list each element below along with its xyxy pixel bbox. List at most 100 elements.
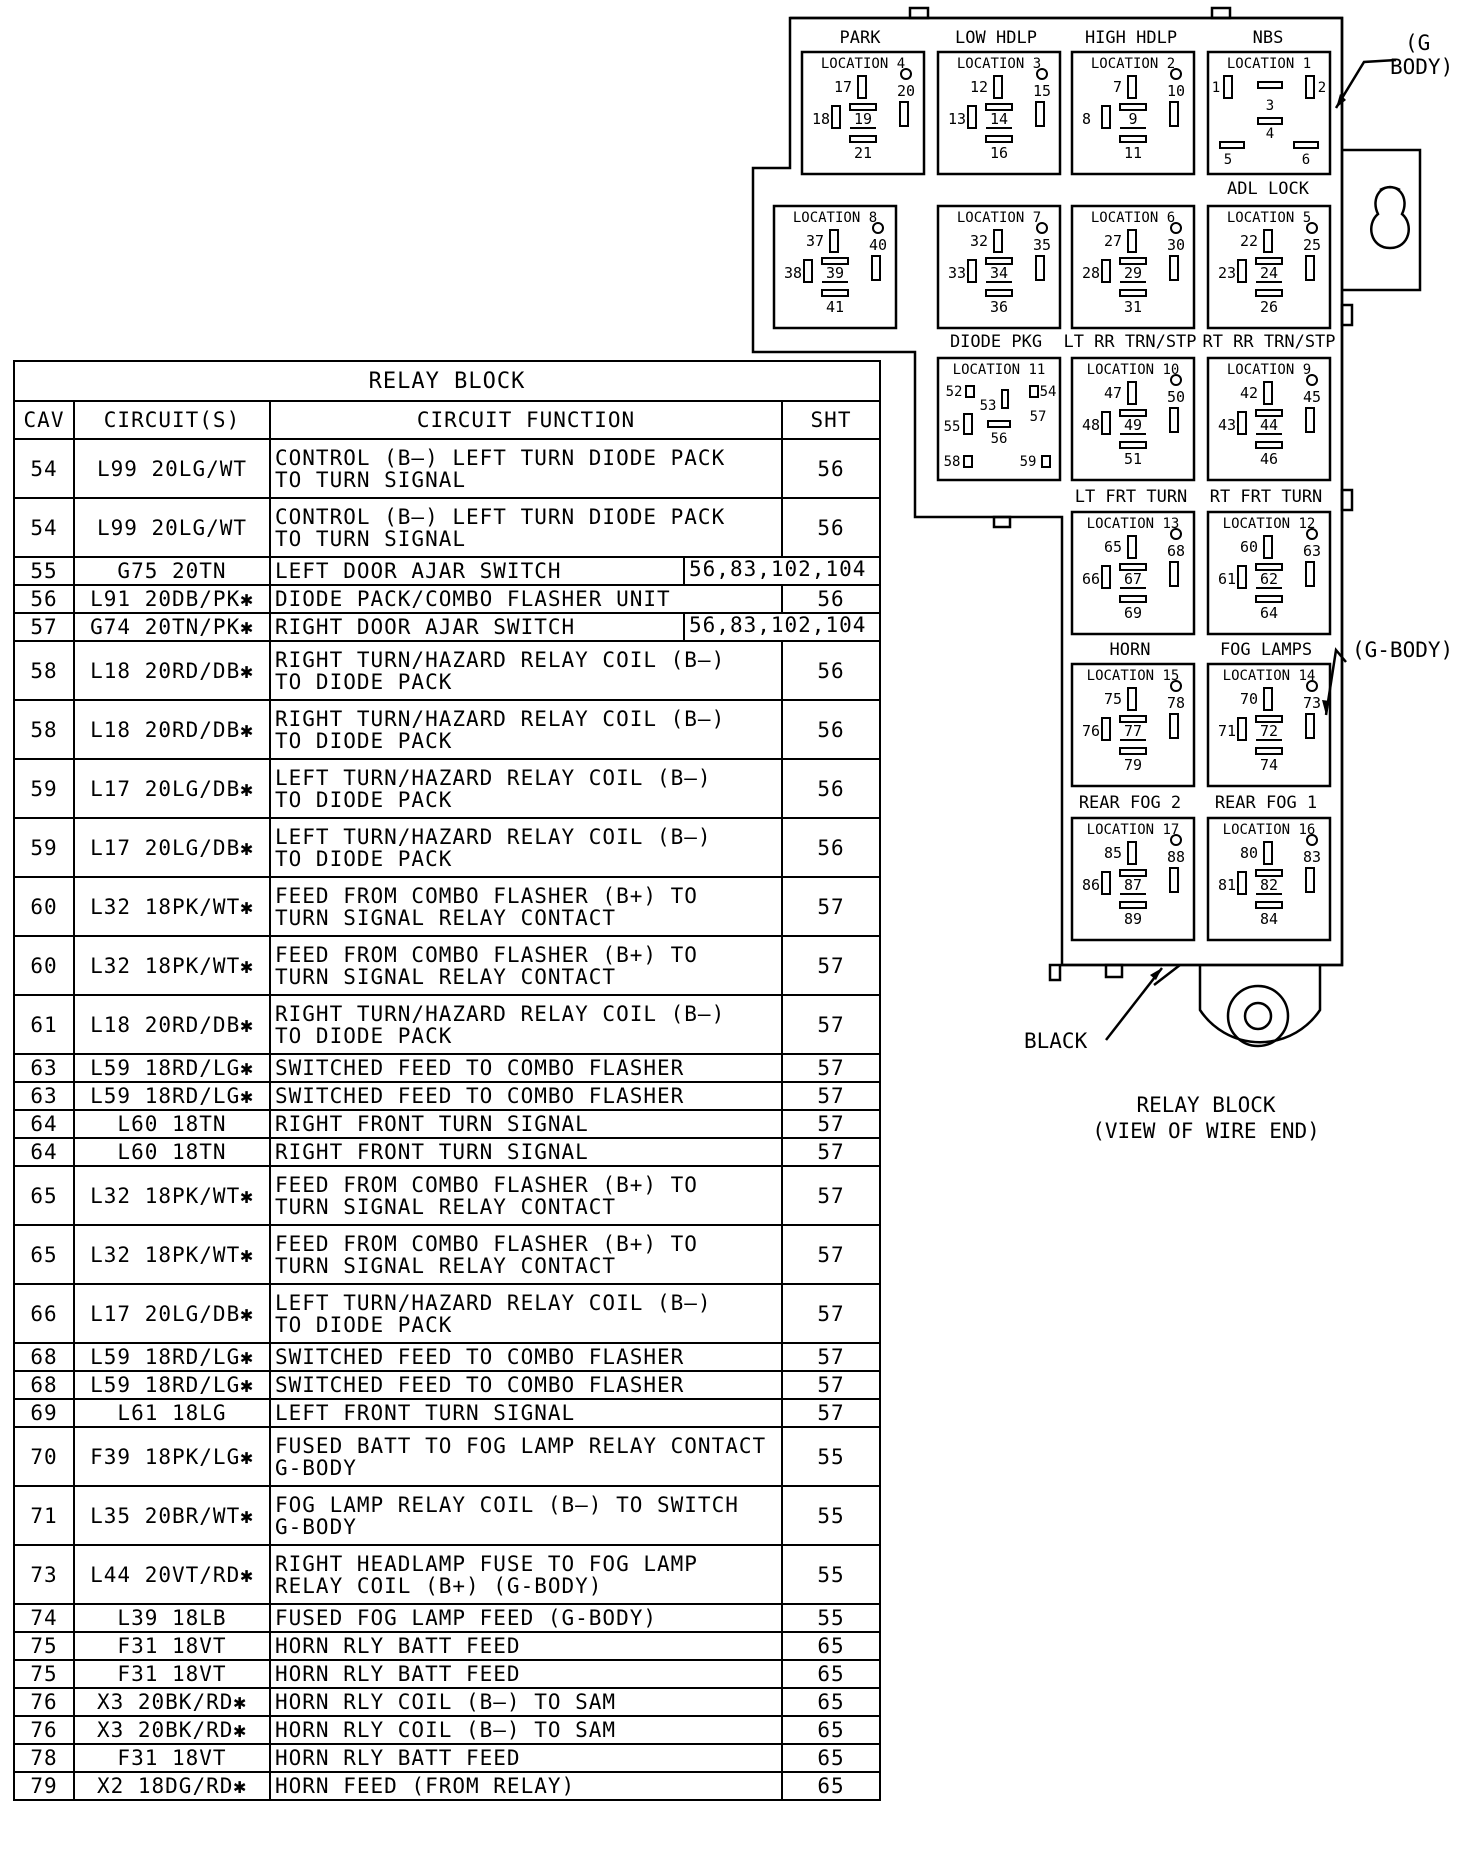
relay-socket xyxy=(1070,816,1196,942)
label-nbs: NBS xyxy=(1253,28,1284,48)
cell-circuit: L39 18LB xyxy=(73,1603,271,1633)
label-fog-lamps: FOG LAMPS xyxy=(1220,640,1312,660)
pin-label: 17 xyxy=(834,78,852,96)
cell-circuit: L18 20RD/DB✱ xyxy=(73,640,271,701)
location-name: LOCATION 5 xyxy=(1227,210,1311,226)
cell-cav: 54 xyxy=(13,438,75,499)
pin-label: 5 xyxy=(1224,152,1232,168)
label-horn: HORN xyxy=(1110,640,1151,660)
relay-socket xyxy=(1070,50,1196,176)
cell-cav: 59 xyxy=(13,817,75,878)
cell-function: HORN RLY BATT FEED xyxy=(269,1659,783,1689)
pin-label: 79 xyxy=(1124,756,1142,774)
cell-cav: 71 xyxy=(13,1485,75,1546)
cell-sht: 56 xyxy=(780,817,882,878)
cell-sht: 57 xyxy=(780,1398,882,1428)
cell-sht: 57 xyxy=(780,1165,882,1226)
pin-label: 27 xyxy=(1104,232,1122,250)
relay-socket xyxy=(1070,510,1196,636)
label-lt-frt-turn: LT FRT TURN xyxy=(1075,487,1188,507)
cell-circuit: L99 20LG/WT xyxy=(73,438,271,499)
cell-cav: 60 xyxy=(13,935,75,996)
pin-label: 15 xyxy=(1033,82,1051,100)
header-circuit: CIRCUIT(S) xyxy=(73,400,271,440)
relay-socket xyxy=(936,204,1062,330)
cell-cav: 69 xyxy=(13,1398,75,1428)
pin-label: 16 xyxy=(990,144,1008,162)
pin-label: 36 xyxy=(990,298,1008,316)
pin-label: 89 xyxy=(1124,910,1142,928)
cell-function: RIGHT FRONT TURN SIGNAL xyxy=(269,1109,783,1139)
cell-cav: 60 xyxy=(13,876,75,937)
cell-cav: 68 xyxy=(13,1370,75,1400)
cell-sht: 56,83,102,104 xyxy=(683,614,879,640)
pin-label: 44 xyxy=(1260,416,1278,434)
pin-label: 25 xyxy=(1303,236,1321,254)
cell-sht: 57 xyxy=(780,1283,882,1344)
caption-line-2: (VIEW OF WIRE END) xyxy=(1092,1119,1320,1143)
location-name: LOCATION 1 xyxy=(1227,56,1311,72)
cell-function: FEED FROM COMBO FLASHER (B+) TO TURN SIG… xyxy=(269,1224,783,1285)
cell-cav: 79 xyxy=(13,1771,75,1801)
cell-circuit: L91 20DB/PK✱ xyxy=(73,584,271,614)
location-name: LOCATION 16 xyxy=(1223,822,1316,838)
relay-socket xyxy=(1206,510,1332,636)
pin-label: 87 xyxy=(1124,876,1142,894)
cell-cav: 76 xyxy=(13,1687,75,1717)
cell-sht: 57 xyxy=(780,1342,882,1372)
cell-cav: 76 xyxy=(13,1715,75,1745)
cell-cav: 55 xyxy=(13,556,75,586)
cell-function: SWITCHED FEED TO COMBO FLASHER xyxy=(269,1053,783,1083)
cell-circuit: X3 20BK/RD✱ xyxy=(73,1687,271,1717)
cell-sht: 57 xyxy=(780,876,882,937)
header-cav: CAV xyxy=(13,400,75,440)
cell-sht: 57 xyxy=(780,1053,882,1083)
cell-circuit: F39 18PK/LG✱ xyxy=(73,1426,271,1487)
pin-label: 12 xyxy=(970,78,988,96)
relay-socket xyxy=(800,50,926,176)
pin-label: 33 xyxy=(948,264,966,282)
pin-label: 46 xyxy=(1260,450,1278,468)
pin-label: 30 xyxy=(1167,236,1185,254)
cell-cav: 57 xyxy=(13,612,75,642)
pin-label: 73 xyxy=(1303,694,1321,712)
cell-function: DIODE PACK/COMBO FLASHER UNIT xyxy=(269,584,783,614)
cell-cav: 75 xyxy=(13,1659,75,1689)
location-name: LOCATION 6 xyxy=(1091,210,1175,226)
label-rear-fog-2: REAR FOG 2 xyxy=(1079,793,1181,813)
pin-label: 20 xyxy=(897,82,915,100)
cell-circuit: L99 20LG/WT xyxy=(73,497,271,558)
cell-cav: 78 xyxy=(13,1743,75,1773)
pin-label: 42 xyxy=(1240,384,1258,402)
pin-label: 56 xyxy=(991,431,1008,447)
caption-line-1: RELAY BLOCK xyxy=(1136,1093,1275,1117)
pin-label: 64 xyxy=(1260,604,1278,622)
cell-cav: 73 xyxy=(13,1544,75,1605)
label-high-hdlp: HIGH HDLP xyxy=(1085,28,1177,48)
pin-label: 9 xyxy=(1128,110,1137,128)
pin-label: 28 xyxy=(1082,264,1100,282)
header-sht: SHT xyxy=(780,400,882,440)
label-lt-rr-trn-stp: LT RR TRN/STP xyxy=(1063,332,1196,352)
header-function: CIRCUIT FUNCTION xyxy=(269,400,783,440)
pin-label: 77 xyxy=(1124,722,1142,740)
pin-label: 70 xyxy=(1240,690,1258,708)
cell-function: FEED FROM COMBO FLASHER (B+) TO TURN SIG… xyxy=(269,1165,783,1226)
cell-function: RIGHT TURN/HAZARD RELAY COIL (B—) TO DIO… xyxy=(269,640,783,701)
pin-label: 13 xyxy=(948,110,966,128)
cell-function: HORN RLY COIL (B—) TO SAM xyxy=(269,1687,783,1717)
cell-sht: 65 xyxy=(780,1631,882,1661)
